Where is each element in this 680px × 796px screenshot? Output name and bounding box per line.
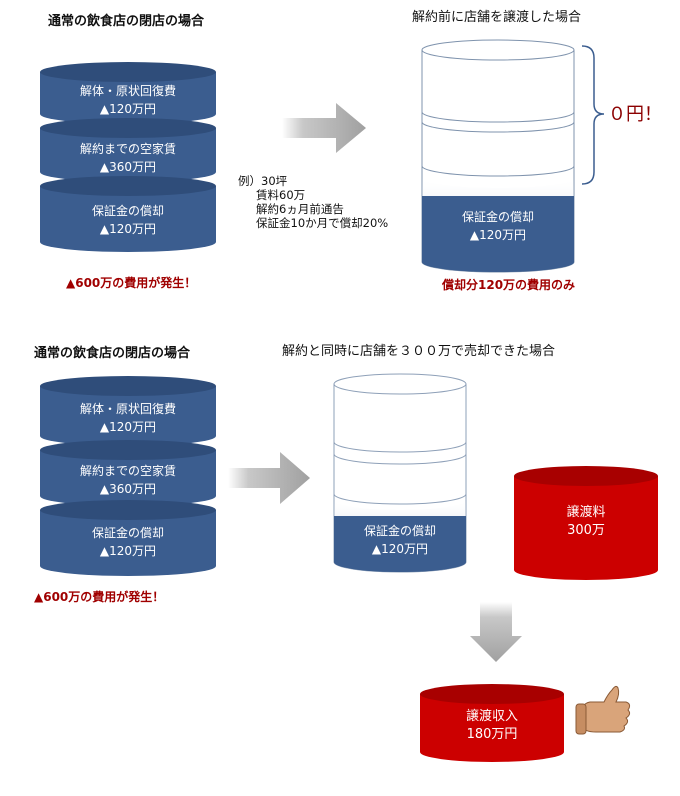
transfer-income-cylinder — [420, 684, 564, 762]
arrow-right-top — [282, 103, 366, 153]
top-left-title: 通常の飲食店の閉店の場合 — [48, 14, 205, 29]
bottom-left-stack — [40, 376, 216, 576]
arrow-right-bottom — [228, 452, 310, 504]
top-stack-label-3: 保証金の償却▲120万円 — [91, 204, 164, 236]
bottom-right-title: 解約と同時に店舗を３００万で売却できた場合 — [282, 344, 556, 359]
top-result-left: ▲600万の費用が発生！ — [66, 276, 197, 290]
transfer-fee-cylinder — [514, 466, 658, 580]
top-right-cylinder — [421, 39, 575, 273]
example-note: 例）30坪 賃料60万 解約6ヵ月前通告 保証金10か月で償却20% — [238, 174, 389, 230]
zero-yen-label: ０円！ — [608, 104, 662, 125]
top-right-title: 解約前に店舗を譲渡した場合 — [412, 10, 582, 25]
top-result-right: 償却分120万の費用のみ — [442, 278, 576, 292]
cylinder-segment-top-1 — [40, 62, 216, 124]
bottom-result-left: ▲600万の費用が発生！ — [34, 590, 165, 604]
bottom-left-title: 通常の飲食店の閉店の場合 — [34, 346, 191, 361]
bottom-right-label: 保証金の償却▲120万円 — [363, 524, 436, 556]
top-stack-label-2: 解約までの空家賃▲360万円 — [79, 142, 176, 174]
arrow-down — [470, 602, 522, 662]
top-left-stack — [40, 62, 216, 252]
cylinder-segment-top-3 — [40, 176, 216, 252]
top-stack-label-1: 解体・原状回復費▲120万円 — [79, 84, 176, 116]
bracket-brace — [581, 45, 605, 185]
cylinder-segment-top-2 — [40, 118, 216, 182]
thumbs-up-icon — [575, 685, 631, 735]
top-right-label: 保証金の償却▲120万円 — [461, 210, 534, 242]
bottom-right-cylinder — [333, 373, 467, 573]
bottom-stack-label-2: 解約までの空家賃▲360万円 — [79, 464, 176, 496]
bottom-stack-label-1: 解体・原状回復費▲120万円 — [79, 402, 176, 434]
bottom-stack-label-3: 保証金の償却▲120万円 — [91, 526, 164, 558]
